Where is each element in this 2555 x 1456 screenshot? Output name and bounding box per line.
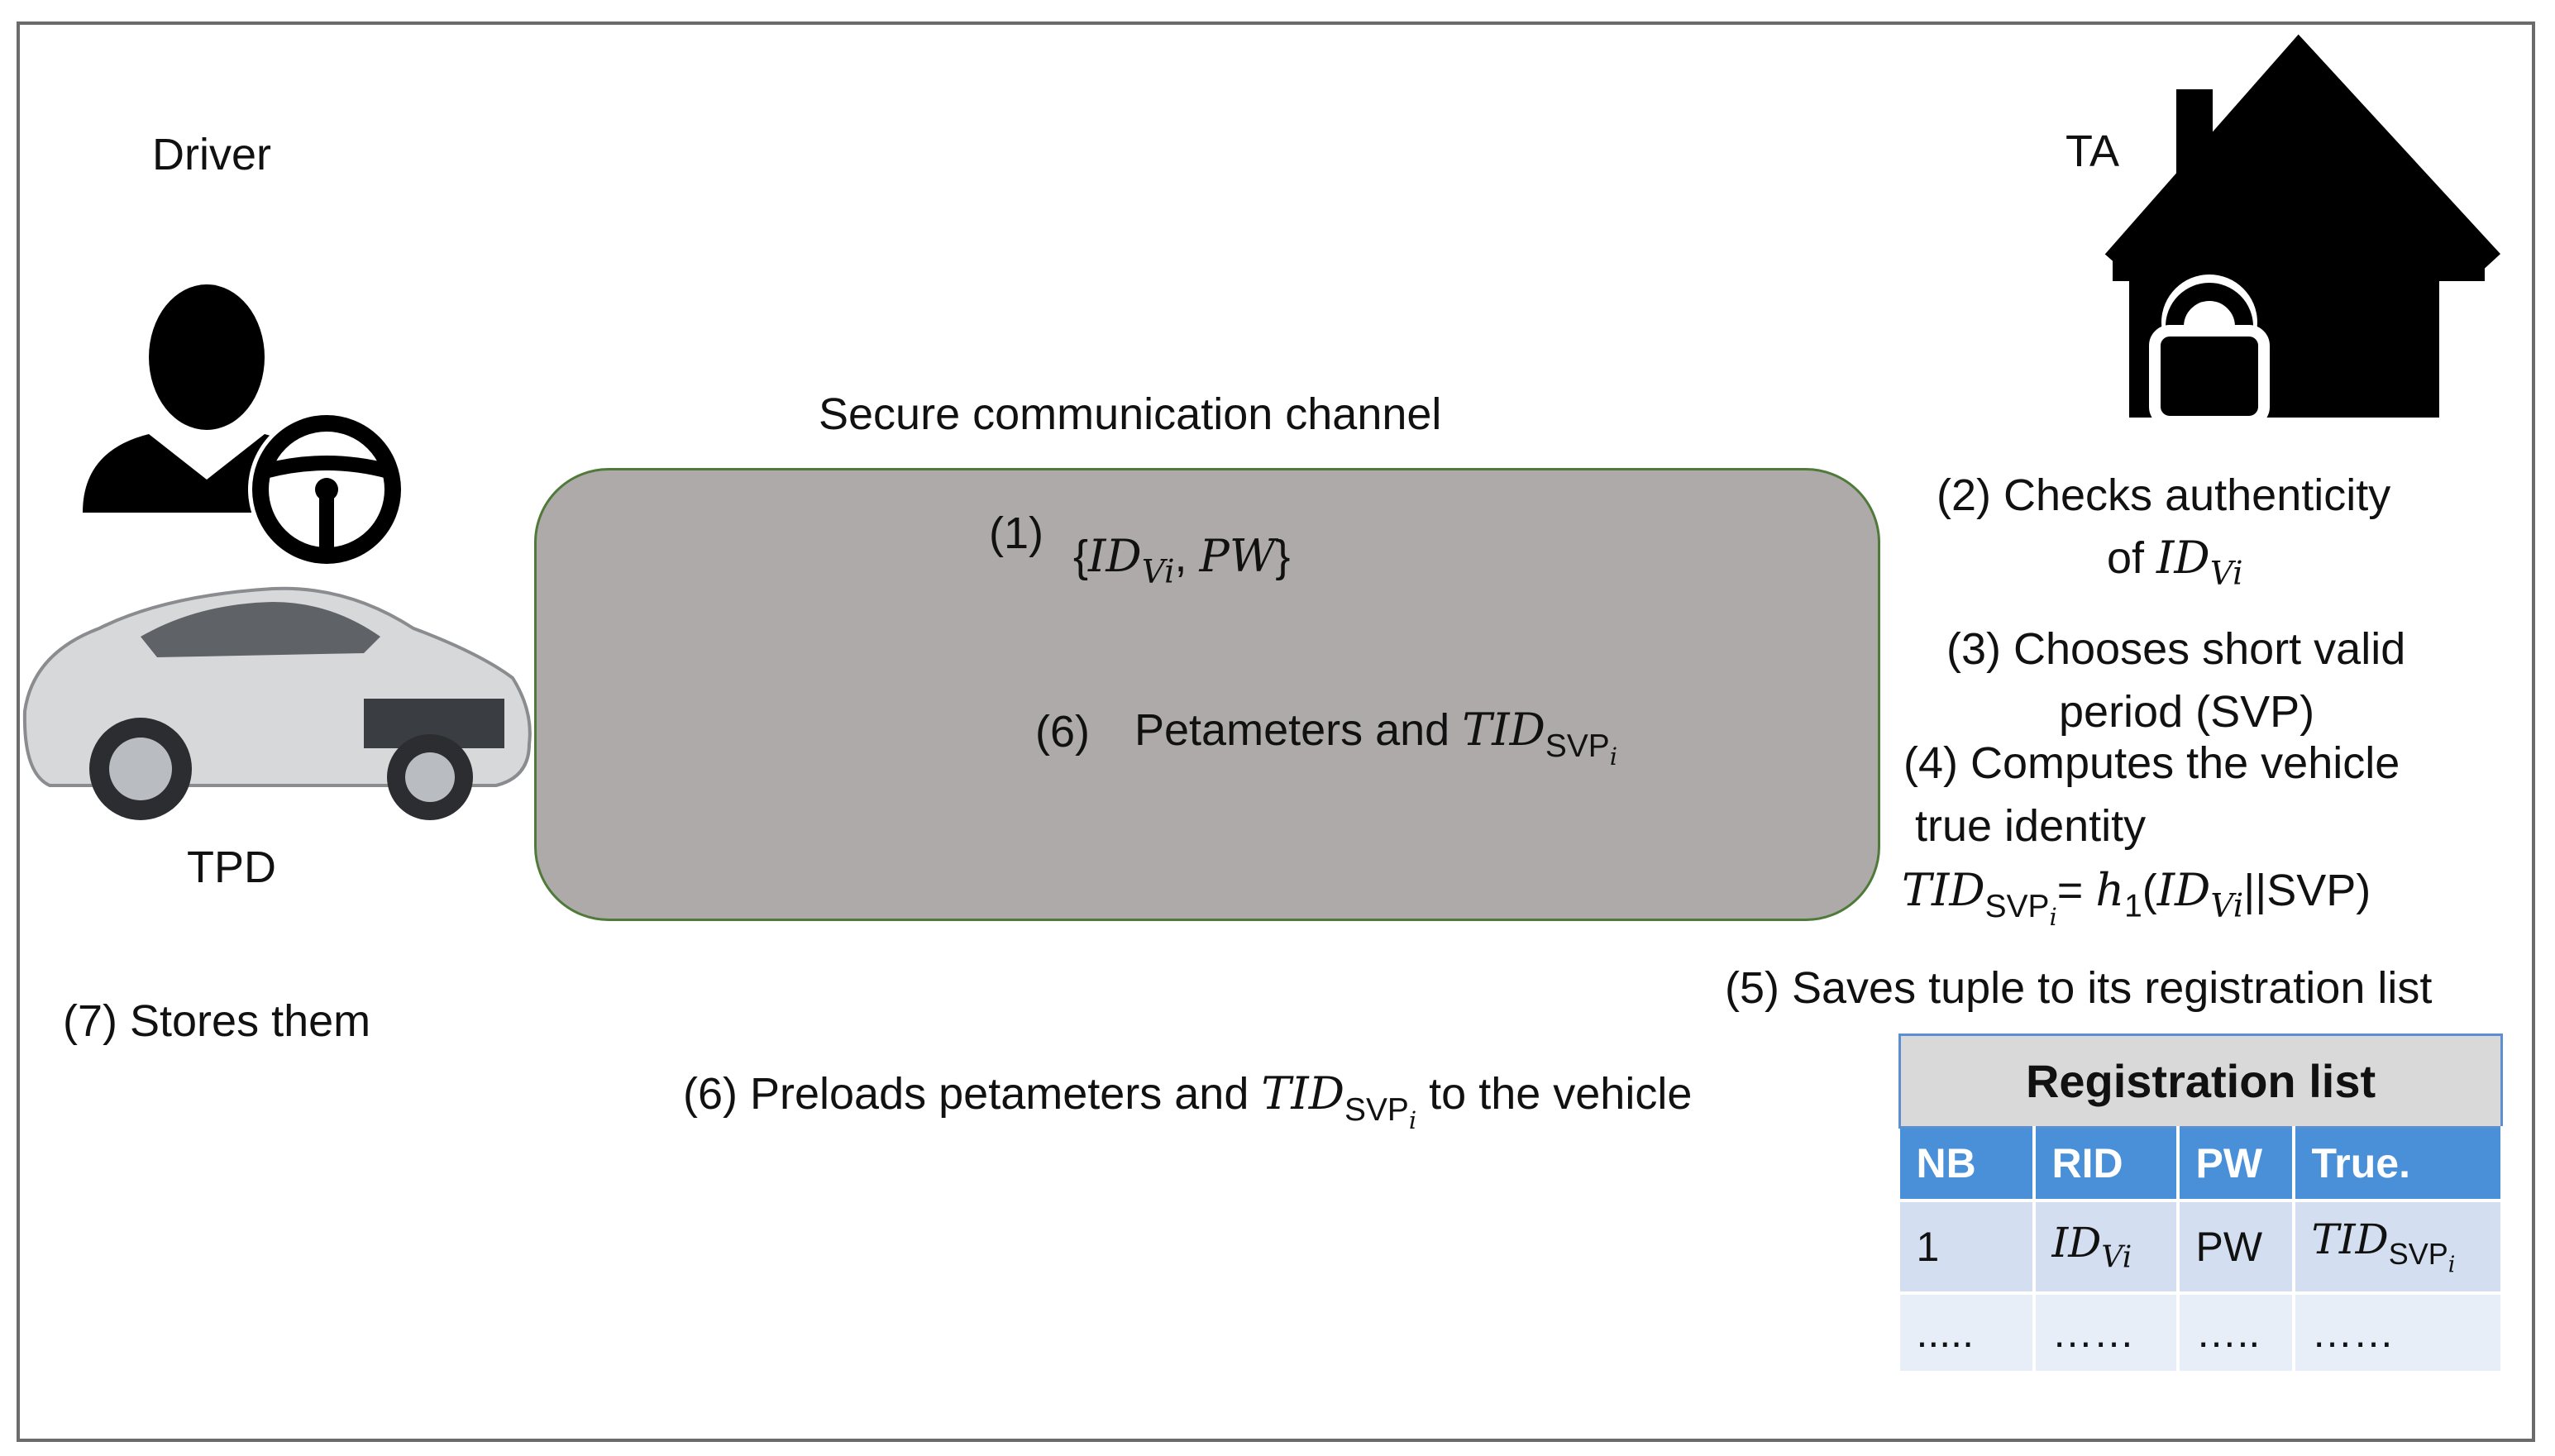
ta-step2-of: of [2107,533,2157,583]
cell-rid-sub: Vi [2101,1240,2132,1275]
msg6-tid: TID [1462,704,1545,756]
ta-step4-line2: true identity [1915,801,2147,851]
eq-id-sub: Vi [2210,887,2244,925]
col-rid: RID [2033,1127,2180,1201]
msg1-brace-open: { [1073,532,1089,581]
preload-svp-sub: i [1408,1105,1417,1134]
registration-list-table: Registration list NB RID PW True. 1 IDVi… [1898,1034,2504,1371]
msg6-svp-sub: i [1609,742,1618,771]
msg1-sep: , [1174,532,1200,581]
cell-tid: TIDSVPi [2293,1198,2504,1293]
ta-step2-id: ID [2156,532,2210,584]
preload-prefix: (6) Preloads petameters and [683,1069,1262,1119]
eq-svp: SVPi [1984,888,2057,929]
house-lock-icon [2104,34,2500,427]
eq-concat: ||SVP) [2243,866,2371,915]
ta-step3-line2: period (SVP) [2059,687,2315,737]
driver-label: Driver [152,130,271,179]
ta-step3-line1: (3) Chooses short valid [1946,624,2406,674]
ta-step2-line2: of IDVi [2107,536,2243,590]
preload-suffix: to the vehicle [1416,1069,1693,1119]
cell-tid-ellipsis: …… [2293,1291,2504,1371]
cell-tid-svp-sub: i [2448,1252,2456,1278]
eq-id: ID [2156,864,2211,916]
cell-pw-ellipsis: ….. [2177,1291,2295,1371]
msg6-label: Petameters and [1134,705,1463,755]
msg6-index: (6) [1035,707,1090,757]
ta-step5: (5) Saves tuple to its registration list [1725,963,2433,1013]
car-image [22,586,532,820]
steering-wheel-icon [248,411,405,568]
driver-step7: (7) Stores them [63,996,371,1046]
registration-list-title: Registration list [1898,1034,2504,1129]
channel-title: Secure communication channel [819,389,1442,439]
ta-step4-line1: (4) Computes the vehicle [1903,738,2400,788]
col-true: True. [2293,1127,2504,1201]
eq-svp-sub: i [2049,902,2057,931]
msg1-text: {IDVi, PW} [1073,534,1290,589]
eq-open: ( [2142,866,2157,915]
table-row: 1 IDVi PW TIDSVPi [1899,1198,2504,1293]
diagram-frame [17,21,2535,1442]
col-pw: PW [2177,1127,2295,1201]
msg6-svp-text: SVP [1545,728,1610,764]
table-row: ..... …… ….. …… [1899,1291,2504,1371]
cell-nb-ellipsis: ..... [1899,1291,2036,1371]
eq-svp-text: SVP [1984,888,2050,924]
msg1-brace-close: } [1275,532,1291,581]
cell-rid-ellipsis: …… [2033,1291,2180,1371]
ta-step2-line1: (2) Checks authenticity [1937,470,2391,520]
eq-equals: = [2056,866,2096,915]
preload-svp-text: SVP [1344,1091,1409,1128]
cell-rid-id: ID [2051,1218,2102,1267]
cell-nb: 1 [1899,1198,2036,1293]
tpd-label: TPD [187,843,276,892]
col-nb: NB [1899,1127,2036,1201]
cell-pw: PW [2177,1198,2295,1293]
preload-tid: TID [1261,1067,1345,1119]
registration-list-header: NB RID PW True. [1899,1127,2504,1201]
msg6-text: Petameters and TIDSVPi [1134,708,1617,769]
msg1-pw: PW [1199,530,1276,582]
secure-channel-box [534,468,1880,921]
cell-tid-svp-text: SVP [2388,1236,2448,1271]
msg1-index: (1) [989,508,1043,558]
ta-step2-id-sub: Vi [2209,555,2243,593]
cell-tid-svp: SVPi [2388,1236,2456,1277]
msg6-svp: SVPi [1545,728,1617,769]
ta-label: TA [2065,127,2119,176]
cell-rid: IDVi [2033,1198,2180,1293]
msg1-id: ID [1088,530,1142,582]
eq-h-sub: 1 [2124,888,2142,924]
preload-text: (6) Preloads petameters and TIDSVPi to t… [683,1072,1692,1133]
ta-step4-equation: TIDSVPi= h1(IDVi||SVP) [1902,868,2371,929]
eq-h: h [2095,864,2125,916]
cell-tid-text: TID [2311,1215,2389,1263]
preload-svp: SVPi [1344,1091,1416,1133]
msg1-id-sub: Vi [1141,553,1175,591]
eq-tid: TID [1902,864,1985,916]
